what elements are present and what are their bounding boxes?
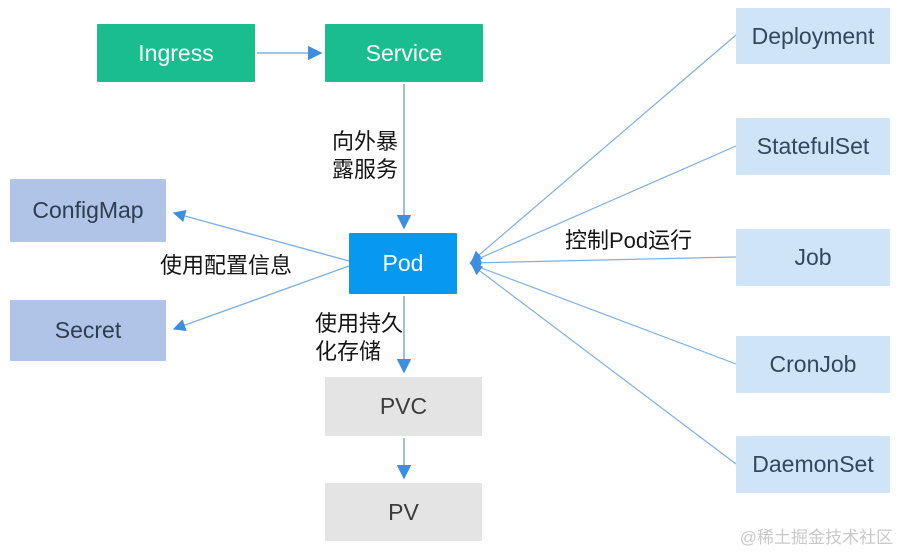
edge-deployment-pod xyxy=(471,34,737,262)
node-service: Service xyxy=(325,24,483,82)
node-ingress: Ingress xyxy=(97,24,255,82)
node-job: Job xyxy=(736,229,890,286)
edge-cronjob-pod xyxy=(469,262,737,365)
node-cronjob: CronJob xyxy=(736,336,890,393)
node-daemonset: DaemonSet xyxy=(736,436,890,493)
edge-label-expose-service: 向外暴 露服务 xyxy=(332,129,399,183)
edge-pod-secret xyxy=(172,265,350,332)
edge-statefulset-pod xyxy=(470,145,737,264)
node-pvc: PVC xyxy=(325,377,482,436)
node-configmap: ConfigMap xyxy=(10,179,166,242)
edge-label-control-pod: 控制Pod运行 xyxy=(565,228,693,253)
node-pod: Pod xyxy=(349,233,457,294)
node-statefulset: StatefulSet xyxy=(736,118,890,175)
edge-pod-configmap xyxy=(172,209,350,262)
watermark: @稀土掘金技术社区 xyxy=(739,528,893,547)
edge-label-use-storage: 使用持久 化存储 xyxy=(315,311,404,365)
node-deployment: Deployment xyxy=(736,8,890,64)
edge-daemonset-pod xyxy=(471,264,737,465)
node-secret: Secret xyxy=(10,300,166,361)
edge-label-use-config: 使用配置信息 xyxy=(160,253,293,278)
node-pv: PV xyxy=(325,483,482,541)
edge-job-pod xyxy=(468,256,737,269)
